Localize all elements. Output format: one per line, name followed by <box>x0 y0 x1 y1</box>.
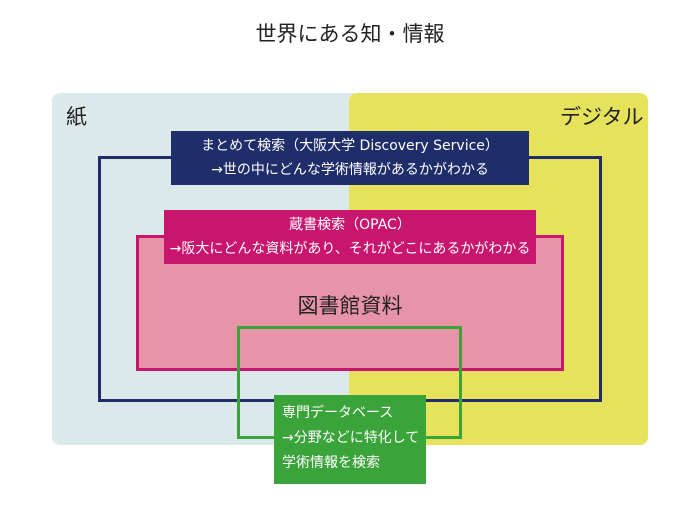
discovery-service-title: まとめて検索（大阪大学 Discovery Service） <box>201 138 499 154</box>
digital-zone-label: デジタル <box>560 105 644 129</box>
special-databases-description-1: →分野などに特化して <box>282 430 420 446</box>
opac-label: 蔵書検索（OPAC） →阪大にどんな資料があり、それがどこにあるかがわかる <box>164 210 536 264</box>
discovery-service-description: →世の中にどんな学術情報があるかがわかる <box>211 162 489 178</box>
special-databases-description-2: 学術情報を検索 <box>282 455 380 471</box>
diagram-title: 世界にある知・情報 <box>255 22 445 46</box>
opac-title: 蔵書検索（OPAC） <box>289 217 411 233</box>
paper-zone-label: 紙 <box>66 105 87 129</box>
opac-description: →阪大にどんな資料があり、それがどこにあるかがわかる <box>169 241 531 257</box>
special-databases-title: 専門データベース <box>282 405 394 421</box>
discovery-service-label: まとめて検索（大阪大学 Discovery Service） →世の中にどんな学… <box>171 131 529 185</box>
library-materials-label: 図書館資料 <box>297 294 403 318</box>
special-databases-label: 専門データベース →分野などに特化して 学術情報を検索 <box>274 395 426 484</box>
